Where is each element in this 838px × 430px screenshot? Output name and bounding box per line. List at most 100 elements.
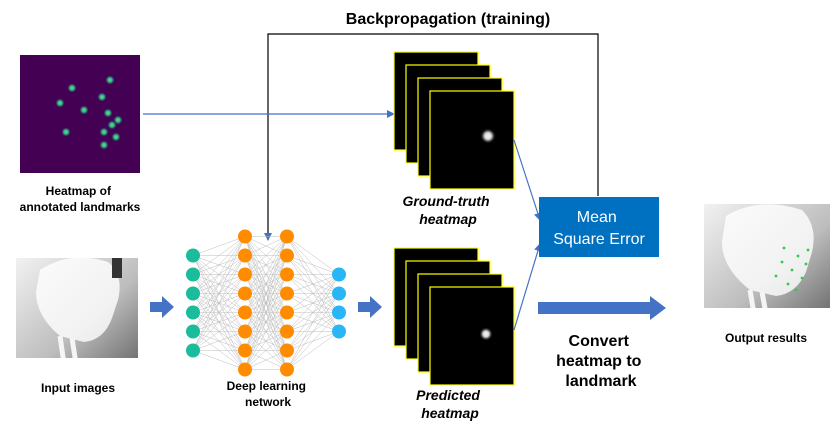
network-node	[238, 362, 252, 377]
landmark-point	[800, 276, 804, 280]
input-xray-image	[16, 252, 138, 365]
network-connection	[244, 350, 288, 370]
landmark-glow	[103, 108, 113, 118]
network-to-predicted-arrow	[358, 296, 382, 318]
predicted-caption: Predicted heatmap	[416, 387, 484, 421]
network-node	[280, 305, 294, 320]
network-connection	[192, 255, 246, 351]
network-connection	[192, 312, 246, 351]
heatmap-caption: Heatmap of annotated landmarks	[20, 184, 141, 214]
network-node	[280, 248, 294, 263]
network-node	[280, 343, 294, 358]
landmark-glow	[55, 98, 65, 108]
ground-truth-caption: Ground-truth heatmap	[403, 193, 494, 227]
input-caption: Input images	[41, 381, 115, 395]
network-node	[186, 286, 200, 301]
landmark-glow	[97, 92, 107, 102]
network-node	[238, 343, 252, 358]
network-node	[186, 324, 200, 339]
groundtruth-to-mse-arrow	[513, 139, 542, 221]
network-node	[238, 286, 252, 301]
network-connection	[244, 274, 288, 370]
landmark-point	[804, 262, 808, 266]
backpropagation-title: Backpropagation (training)	[346, 11, 550, 28]
landmark-point	[790, 268, 794, 272]
backprop-arrow	[264, 33, 599, 241]
network-connection	[244, 312, 288, 370]
mse-label: Mean Square Error	[553, 209, 645, 248]
network-node	[186, 343, 200, 358]
landmark-glow	[61, 127, 71, 137]
network-connection	[286, 274, 340, 294]
network-connection	[192, 236, 246, 294]
network-connection	[286, 312, 340, 370]
network-node	[238, 305, 252, 320]
network-connection	[244, 236, 288, 313]
predicted-heatmap-stack	[393, 247, 515, 386]
network-node	[186, 305, 200, 320]
network-node	[238, 324, 252, 339]
landmark-point	[774, 274, 778, 278]
network-connection	[192, 350, 246, 370]
input-to-network-arrow	[150, 296, 174, 318]
network-connection	[286, 331, 340, 370]
network-connection	[192, 236, 246, 351]
convert-caption: Convert heatmap to landmark	[556, 333, 646, 390]
network-connection	[192, 236, 246, 313]
network-connection	[192, 274, 246, 351]
network-node	[280, 229, 294, 244]
network-connection	[192, 236, 246, 332]
landmark-glow	[99, 140, 109, 150]
landmark-glow	[67, 83, 77, 93]
landmark-point	[780, 260, 784, 264]
network-connection	[286, 255, 340, 275]
network-connection	[286, 236, 340, 275]
network-connection	[192, 236, 246, 256]
network-connection	[244, 331, 288, 370]
network-connection	[244, 236, 288, 275]
network-connection	[244, 236, 288, 370]
network-node	[332, 305, 346, 320]
network-connection	[244, 236, 288, 256]
landmark-glow	[99, 127, 109, 137]
landmark-point	[796, 254, 800, 258]
landmark-glow	[105, 75, 115, 85]
network-node	[280, 362, 294, 377]
ground-truth-heatmap-stack	[393, 51, 515, 190]
network-caption: Deep learning network	[227, 379, 310, 409]
landmark-point	[786, 282, 790, 286]
network-connection	[286, 293, 340, 370]
network-connection	[244, 236, 288, 332]
network-node	[332, 324, 346, 339]
landmark-glow	[107, 120, 117, 130]
network-node	[238, 248, 252, 263]
output-xray-image	[704, 198, 830, 315]
network-connection	[286, 274, 340, 370]
landmark-glow	[79, 105, 89, 115]
predicted-to-mse-arrow	[513, 243, 542, 331]
network-node	[280, 286, 294, 301]
network-connection	[286, 274, 340, 332]
network-connection	[286, 274, 340, 313]
landmark-point	[782, 246, 786, 250]
landmark-glow	[111, 132, 121, 142]
neural-network	[186, 229, 346, 377]
network-node	[332, 286, 346, 301]
network-node	[186, 248, 200, 263]
network-node	[280, 324, 294, 339]
network-node	[238, 267, 252, 282]
output-caption: Output results	[725, 331, 807, 345]
annotated-heatmap-image	[20, 55, 140, 173]
network-node	[238, 229, 252, 244]
network-node	[332, 267, 346, 282]
network-connection	[192, 293, 246, 351]
landmark-point	[794, 288, 798, 292]
network-node	[280, 267, 294, 282]
network-node	[186, 267, 200, 282]
network-connection	[192, 331, 246, 351]
mse-box	[539, 197, 659, 257]
network-connection	[244, 293, 288, 370]
convert-arrow	[538, 296, 666, 320]
network-connection	[244, 236, 288, 294]
